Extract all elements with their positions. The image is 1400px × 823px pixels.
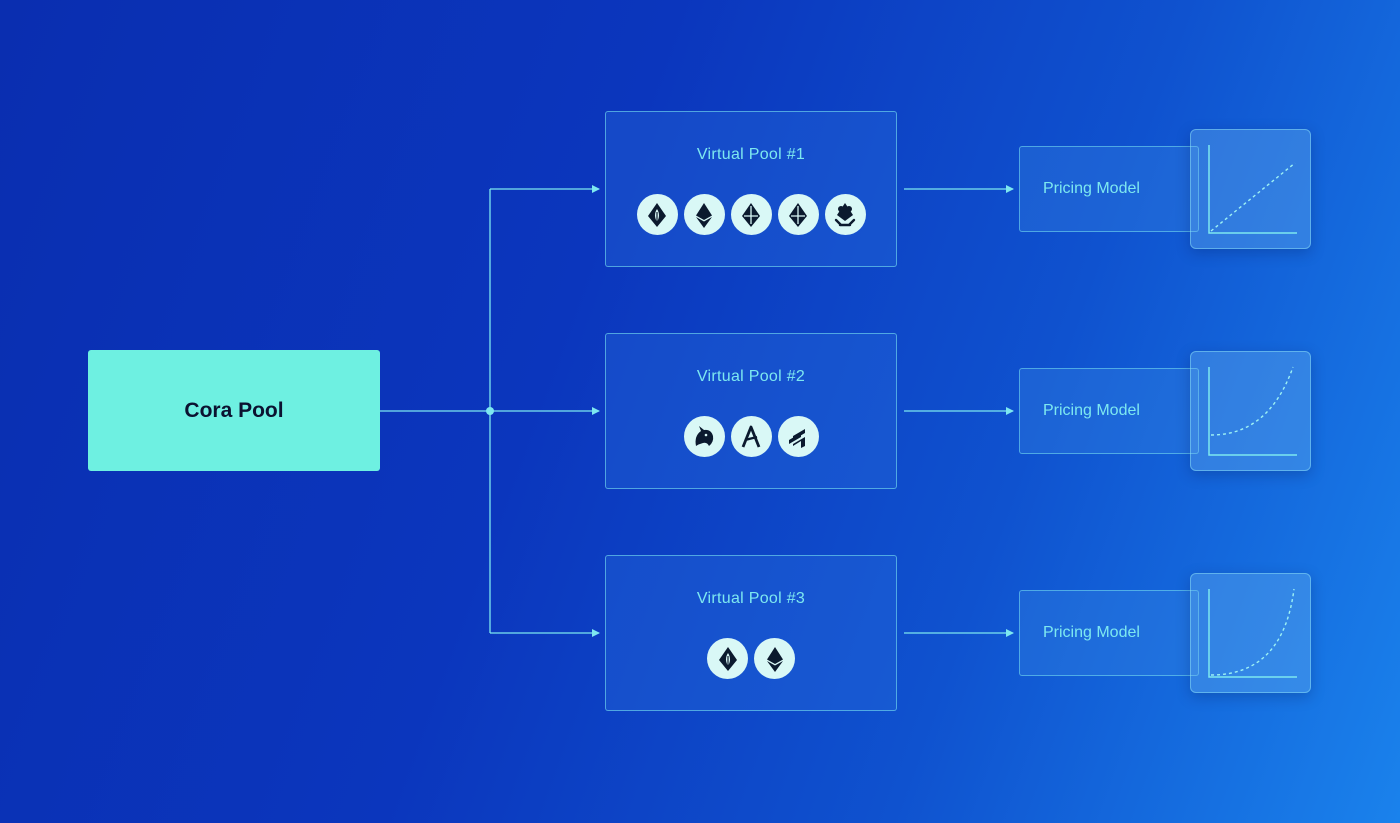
aave-icon (730, 416, 772, 457)
frog-eth-icon (824, 194, 866, 235)
virtual-pool-3: Virtual Pool #3 (605, 555, 897, 711)
pricing-model-3: Pricing Model (1019, 590, 1199, 676)
token-row (606, 416, 896, 457)
pricing-graph-3 (1190, 573, 1311, 693)
pricing-model-1: Pricing Model (1019, 146, 1199, 232)
pricing-model-label: Pricing Model (1043, 624, 1140, 641)
cora-pool-box: Cora Pool (88, 350, 380, 471)
token-row (606, 194, 896, 235)
pricing-graph-2 (1190, 351, 1311, 471)
pricing-graph-1 (1190, 129, 1311, 249)
pricing-model-2: Pricing Model (1019, 368, 1199, 454)
virtual-pool-title: Virtual Pool #3 (696, 590, 806, 607)
virtual-pool-1: Virtual Pool #1 (605, 111, 897, 267)
compound-icon (777, 416, 819, 457)
token-row (606, 638, 896, 679)
eth-leaf-icon (707, 638, 748, 679)
virtual-pool-title: Virtual Pool #2 (696, 368, 806, 385)
pricing-model-label: Pricing Model (1043, 180, 1140, 197)
ethereum-icon (754, 638, 795, 679)
virtual-pool-2: Virtual Pool #2 (605, 333, 897, 489)
pricing-model-label: Pricing Model (1043, 402, 1140, 419)
ethereum-icon (730, 194, 772, 235)
ethereum-icon (683, 194, 725, 235)
virtual-pool-title: Virtual Pool #1 (696, 146, 806, 163)
cora-pool-label: Cora Pool (184, 398, 284, 422)
ethereum-icon (777, 194, 819, 235)
uniswap-unicorn-icon (683, 416, 725, 457)
eth-leaf-icon (636, 194, 678, 235)
